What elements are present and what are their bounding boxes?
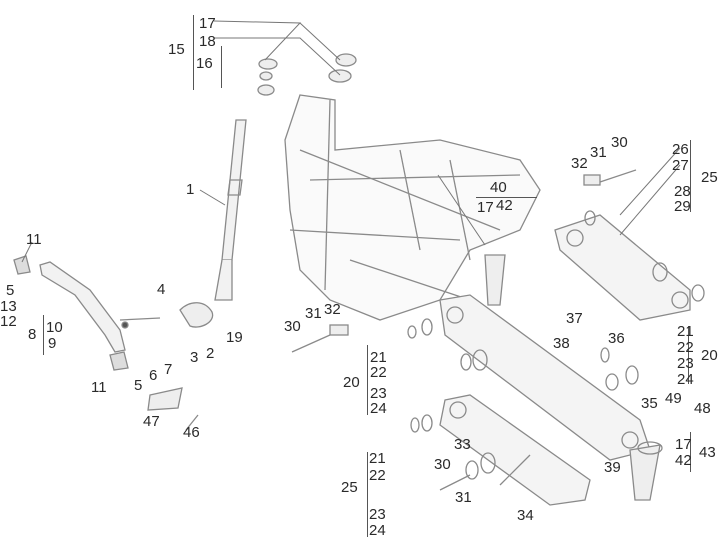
label-5-lower: 5 (134, 377, 143, 394)
label-15: 15 (168, 41, 185, 58)
label-26: 26 (672, 141, 689, 158)
label-38: 38 (553, 335, 570, 352)
label-6: 6 (149, 367, 158, 384)
label-22-c: 22 (677, 339, 694, 356)
label-31-mid: 31 (305, 305, 322, 322)
label-30-top: 30 (611, 134, 628, 151)
label-42-right: 42 (675, 452, 692, 469)
label-34: 34 (517, 507, 534, 524)
bolts (185, 169, 637, 491)
label-33: 33 (454, 436, 471, 453)
label-31-top: 31 (590, 144, 607, 161)
label-16: 16 (196, 55, 213, 72)
label-21-a: 21 (370, 349, 387, 366)
label-28: 28 (674, 183, 691, 200)
label-7: 7 (164, 361, 173, 378)
lever-assembly (13, 255, 183, 411)
label-24-b: 24 (369, 522, 386, 539)
label-19: 19 (226, 329, 243, 346)
label-30-mid: 30 (284, 318, 301, 335)
link-upper-right (554, 214, 691, 321)
bracket-8 (43, 315, 44, 355)
label-37: 37 (566, 310, 583, 327)
label-29: 29 (674, 198, 691, 215)
label-25-b: 25 (701, 169, 718, 186)
steering-column (179, 119, 247, 328)
label-24-c: 24 (677, 371, 694, 388)
label-27: 27 (672, 157, 689, 174)
link-lower (439, 394, 591, 506)
head-bearings (257, 53, 357, 96)
label-21-b: 21 (369, 450, 386, 467)
label-20-b: 20 (701, 347, 718, 364)
bracket-43 (690, 432, 691, 472)
label-32-top: 32 (571, 155, 588, 172)
label-20-a: 20 (343, 374, 360, 391)
bracket-16 (221, 46, 222, 88)
label-12: 12 (0, 313, 17, 330)
bracket-40 (476, 197, 537, 198)
label-47: 47 (143, 413, 160, 430)
bracket-25a (367, 452, 368, 537)
label-48: 48 (694, 400, 711, 417)
label-9: 9 (48, 335, 57, 352)
bracket-15 (193, 15, 194, 90)
label-21-c: 21 (677, 323, 694, 340)
bracket-20b (688, 326, 689, 384)
label-8: 8 (28, 326, 37, 343)
label-2: 2 (206, 345, 215, 362)
label-11-top: 11 (26, 231, 42, 248)
label-42-center: 42 (496, 197, 513, 214)
label-22-b: 22 (369, 467, 386, 484)
label-23-b: 23 (369, 506, 386, 523)
label-13: 13 (0, 298, 17, 315)
rings (407, 210, 705, 480)
label-25-a: 25 (341, 479, 358, 496)
bracket-25b (690, 140, 691, 212)
label-30-low: 30 (434, 456, 451, 473)
label-43: 43 (699, 444, 716, 461)
label-36: 36 (608, 330, 625, 347)
pivot-post (484, 254, 506, 306)
label-1: 1 (186, 181, 195, 198)
label-49: 49 (665, 390, 682, 407)
bracket-20a (367, 345, 368, 415)
label-17-right: 17 (675, 436, 692, 453)
label-32-mid: 32 (324, 301, 341, 318)
lower-strut (629, 441, 663, 501)
label-3: 3 (190, 349, 199, 366)
label-23-a: 23 (370, 385, 387, 402)
label-4: 4 (157, 281, 166, 298)
leader-lines (21, 20, 681, 263)
label-18: 18 (199, 33, 216, 50)
label-46: 46 (183, 424, 200, 441)
label-23-c: 23 (677, 355, 694, 372)
label-5-left: 5 (6, 282, 15, 299)
label-10: 10 (46, 319, 63, 336)
label-24-a: 24 (370, 400, 387, 417)
label-11-bottom: 11 (91, 379, 107, 396)
frame (284, 94, 541, 321)
label-17: 17 (199, 15, 216, 32)
label-39: 39 (604, 459, 621, 476)
label-17-center: 17 (477, 199, 494, 216)
label-31-low: 31 (455, 489, 472, 506)
label-35: 35 (641, 395, 658, 412)
label-40: 40 (490, 179, 507, 196)
label-22-a: 22 (370, 364, 387, 381)
